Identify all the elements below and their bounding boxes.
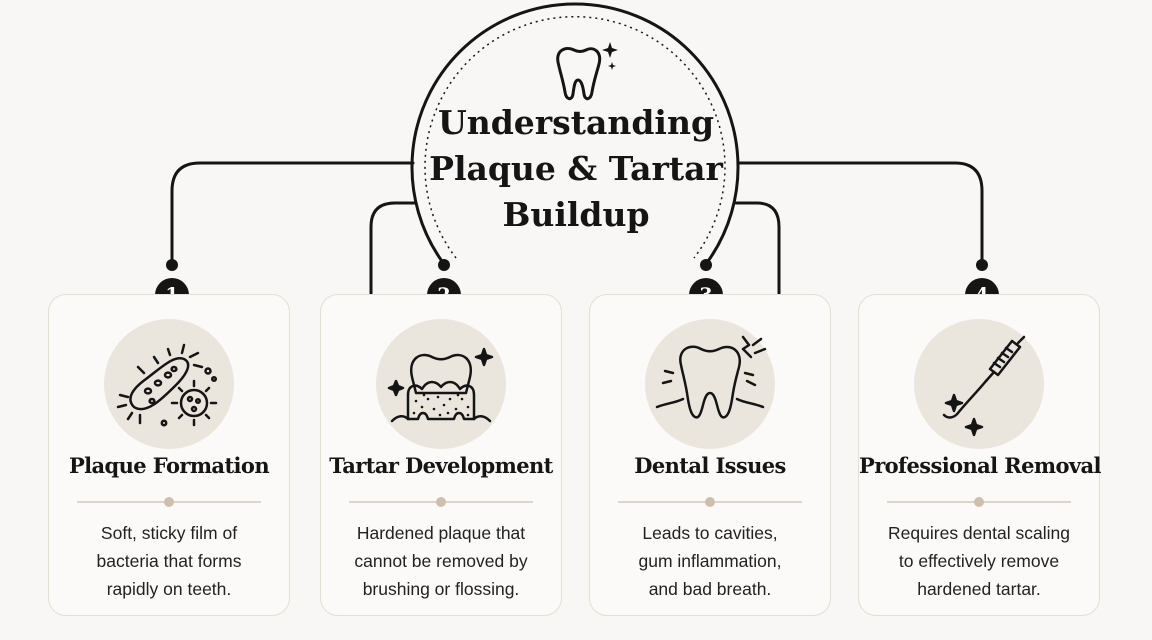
step-title: Dental Issues bbox=[634, 453, 786, 478]
page-title: Understanding Plaque & Tartar Buildup bbox=[412, 100, 740, 238]
step-description: Leads to cavities, gum inflammation, and… bbox=[608, 519, 812, 603]
divider-dot bbox=[705, 497, 715, 507]
divider-dot bbox=[974, 497, 984, 507]
step-card-professional-removal: Professional Removal Requires dental sca… bbox=[858, 294, 1101, 616]
connector-step-1 bbox=[170, 161, 415, 266]
icon-badge bbox=[104, 319, 234, 449]
title-arc bbox=[410, 2, 740, 266]
description-line: hardened tartar. bbox=[917, 579, 1041, 599]
step-description: Hardened plaque that cannot be removed b… bbox=[339, 519, 543, 603]
divider-dot bbox=[164, 497, 174, 507]
divider-dot bbox=[436, 497, 446, 507]
step-card-dental-issues: Dental Issues Leads to cavities, gum inf… bbox=[589, 294, 831, 616]
icon-badge bbox=[645, 319, 775, 449]
dental-scaler-icon bbox=[942, 335, 1026, 437]
step-card-tartar-development: Tartar Development Hardened plaque that … bbox=[320, 294, 562, 616]
description-line: and bad breath. bbox=[648, 579, 772, 599]
tartar-tooth-icon bbox=[387, 347, 494, 423]
bacteria-icon bbox=[116, 343, 218, 427]
connector-dot-3 bbox=[700, 259, 712, 271]
description-line: brushing or flossing. bbox=[362, 579, 520, 599]
title-line-1: Understanding bbox=[437, 103, 715, 142]
step-description: Requires dental scaling to effectively r… bbox=[877, 519, 1081, 603]
title-line-3: Buildup bbox=[502, 195, 650, 234]
title-line-2: Plaque & Tartar bbox=[429, 149, 723, 188]
description-line: to effectively remove bbox=[898, 551, 1060, 571]
connector-dot-2 bbox=[438, 259, 450, 271]
description-line: Leads to cavities, bbox=[642, 523, 778, 543]
aching-tooth-icon bbox=[655, 335, 767, 419]
sparkling-tooth-icon bbox=[556, 42, 618, 101]
description-line: gum inflammation, bbox=[638, 551, 782, 571]
description-line: Hardened plaque that bbox=[356, 523, 526, 543]
description-line: bacteria that forms bbox=[96, 551, 242, 571]
icon-badge bbox=[914, 319, 1044, 449]
connector-dot-4 bbox=[976, 259, 988, 271]
description-line: Soft, sticky film of bbox=[100, 523, 238, 543]
connector-dot-1 bbox=[166, 259, 178, 271]
step-title: Plaque Formation bbox=[68, 453, 270, 478]
step-title: Tartar Development bbox=[329, 453, 553, 478]
description-line: rapidly on teeth. bbox=[106, 579, 232, 599]
connector-step-4 bbox=[737, 161, 984, 266]
description-line: cannot be removed by bbox=[354, 551, 528, 571]
step-description: Soft, sticky film of bacteria that forms… bbox=[67, 519, 271, 603]
icon-badge bbox=[376, 319, 506, 449]
step-card-plaque-formation: Plaque Formation Soft, sticky film of ba… bbox=[48, 294, 290, 616]
description-line: Requires dental scaling bbox=[888, 523, 1070, 543]
connector-card-2 bbox=[369, 201, 418, 296]
step-title: Professional Removal bbox=[859, 453, 1101, 478]
connector-card-3 bbox=[734, 201, 781, 296]
